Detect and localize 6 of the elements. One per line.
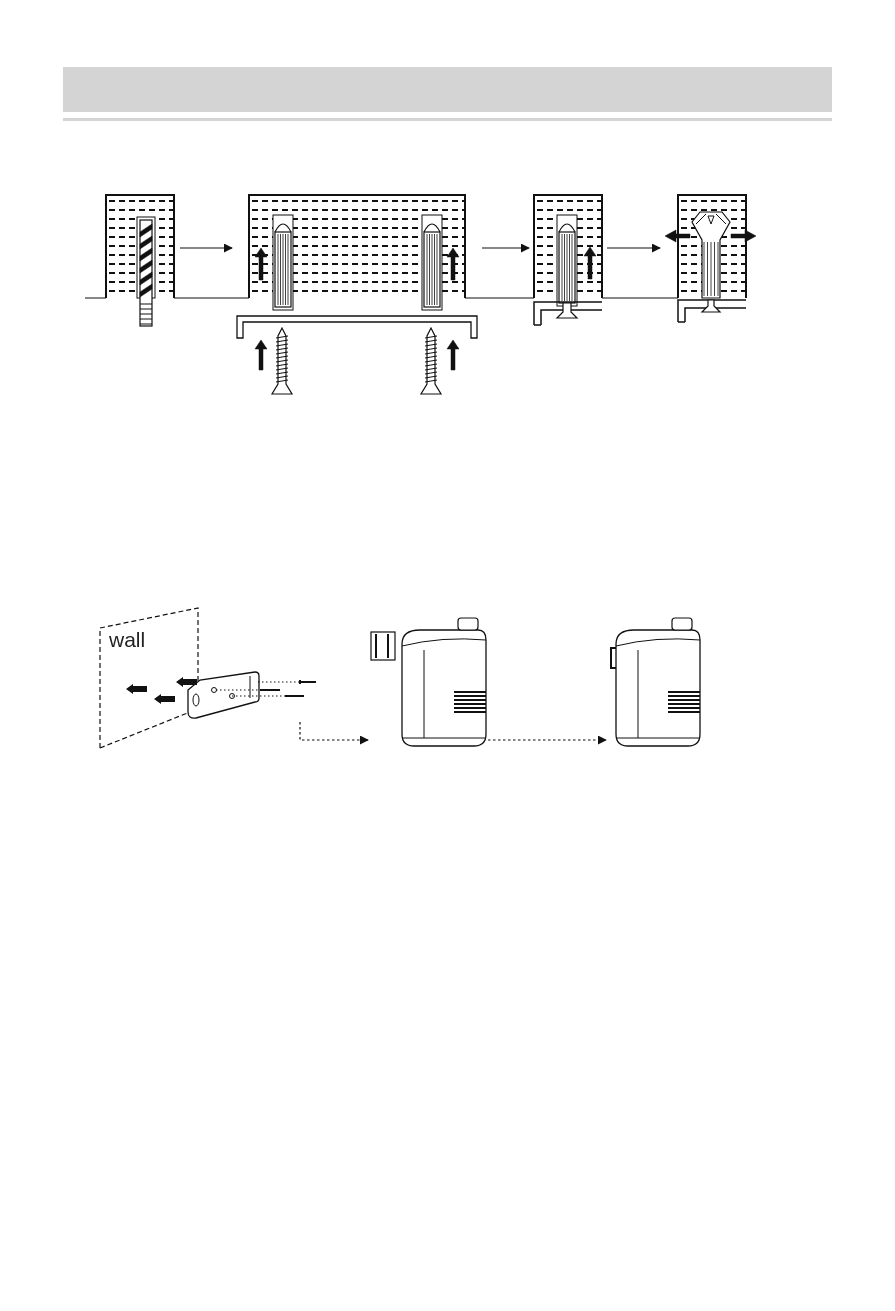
wall-label: wall: [109, 629, 146, 650]
arrow: [179, 243, 233, 253]
arrow: [299, 721, 369, 745]
arrow: [481, 243, 530, 253]
arrow: [606, 243, 661, 253]
arrow: [487, 735, 607, 745]
